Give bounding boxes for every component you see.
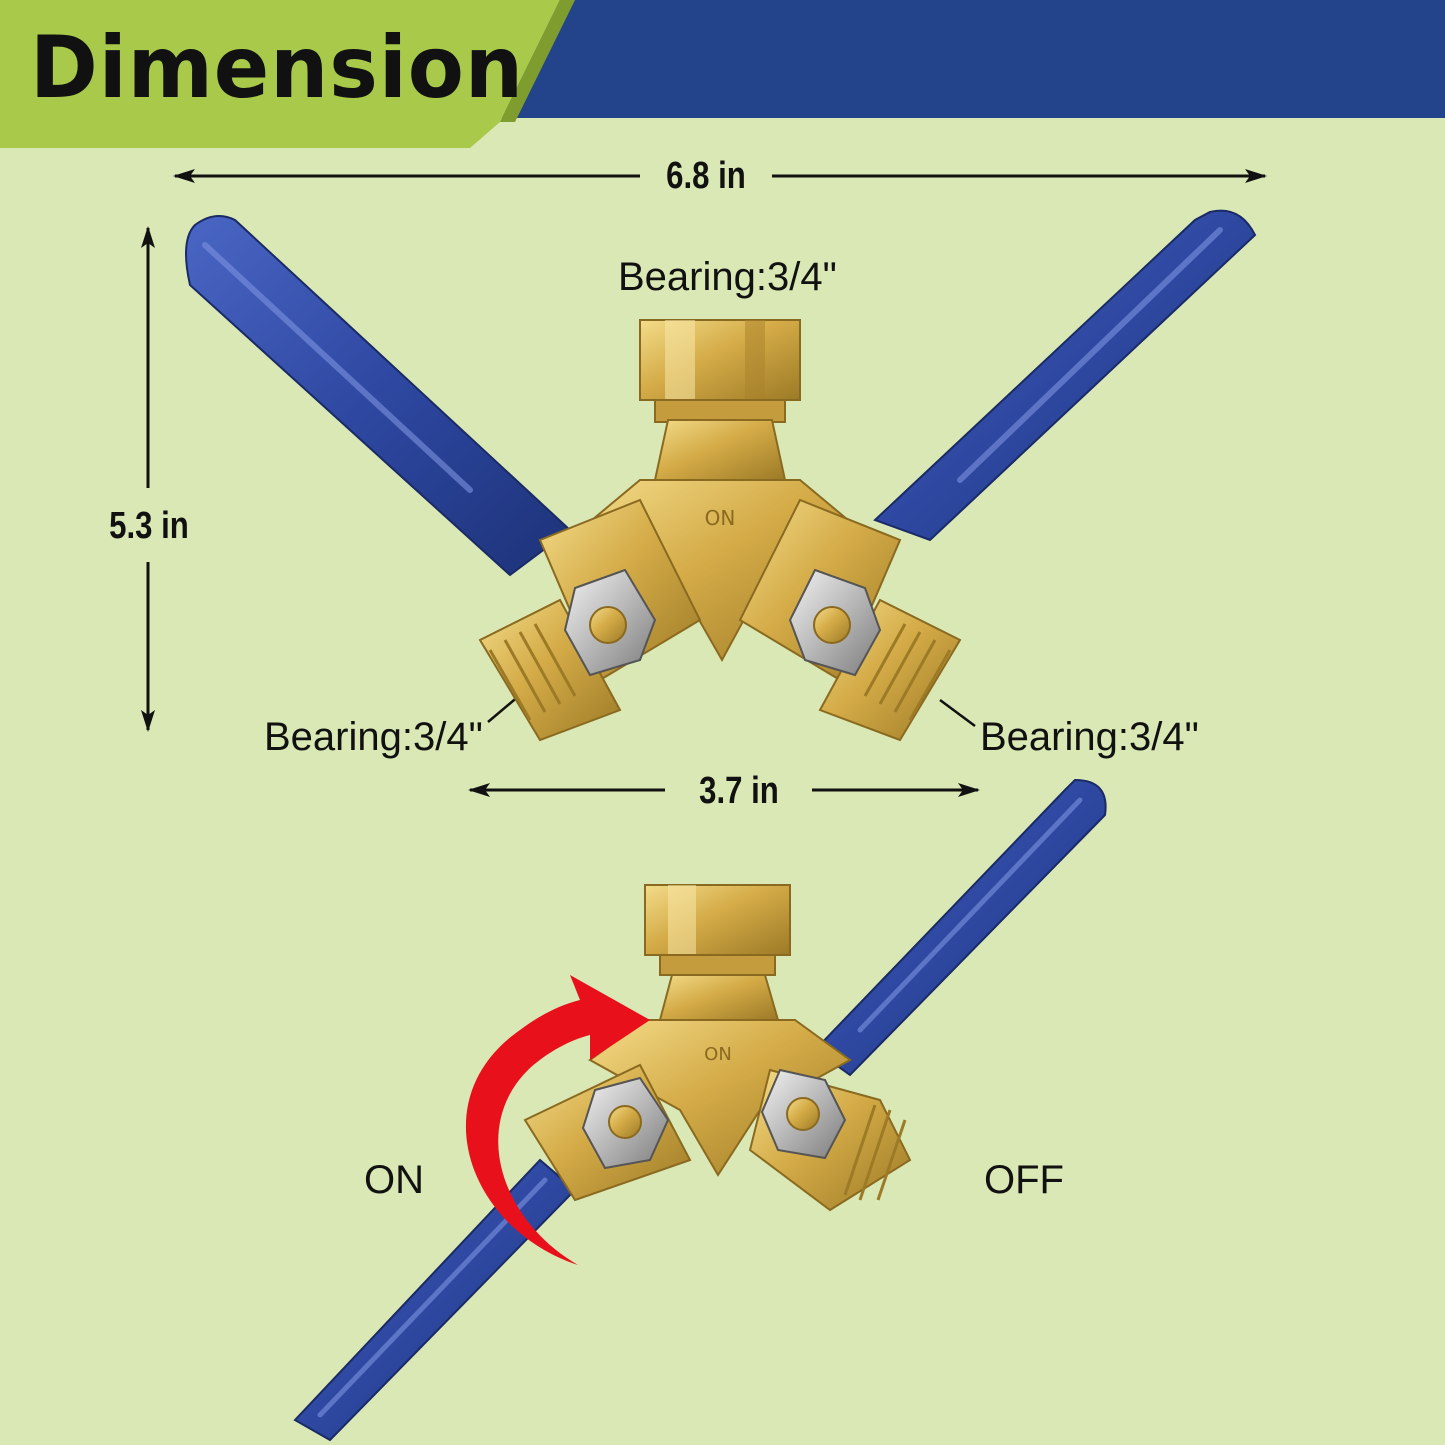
top-hex-nut (639, 319, 801, 401)
bottom-right-handle (813, 778, 1107, 1077)
rotation-arrow-icon (465, 975, 650, 1265)
top-bearing-callout: Bearing:3/4" (618, 255, 837, 299)
banner-bar (490, 0, 1445, 118)
height-label: 5.3 in (109, 505, 189, 547)
banner-accent (0, 0, 560, 148)
right-bearing-callout: Bearing:3/4" (980, 715, 1199, 759)
width-label: 6.8 in (666, 155, 746, 197)
page-title: Dimension (30, 18, 525, 118)
valve-bottom: ON (293, 778, 1107, 1442)
banner-accent-shadow (500, 0, 575, 122)
bottom-left-handle (293, 1158, 577, 1442)
off-state-label: OFF (984, 1158, 1064, 1202)
spacing-label: 3.7 in (699, 770, 779, 812)
right-handle (873, 209, 1257, 542)
left-valve-body (478, 498, 702, 742)
left-handle (185, 215, 572, 577)
valve-marking-top: ON (705, 506, 736, 530)
right-callout-leader (939, 698, 976, 728)
on-state-label: ON (364, 1158, 424, 1202)
right-valve-body (738, 498, 962, 742)
left-bearing-callout: Bearing:3/4" (264, 715, 483, 759)
valve-top: ON (185, 209, 1257, 742)
valve-marking-bottom: ON (704, 1044, 732, 1065)
